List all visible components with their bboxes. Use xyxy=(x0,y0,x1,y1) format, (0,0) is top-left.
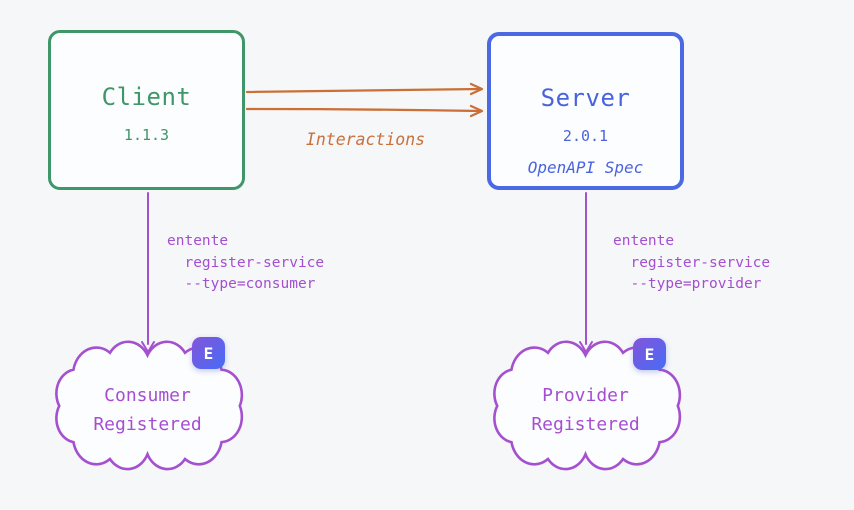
server-spec-label: OpenAPI Spec xyxy=(527,158,644,177)
consumer-cloud-label: Consumer Registered xyxy=(93,385,202,435)
cloud-outline xyxy=(56,342,241,469)
client-version: 1.1.3 xyxy=(123,126,170,144)
interaction-arrow-2-line xyxy=(245,107,482,113)
cloud-outline xyxy=(494,342,679,469)
entente-badge: E xyxy=(633,338,666,370)
entente-badge-letter: E xyxy=(203,343,214,363)
entente-badge-letter: E xyxy=(644,344,655,364)
entente-badge: E xyxy=(192,337,225,369)
client-node: Client 1.1.3 xyxy=(48,30,245,190)
interaction-arrows xyxy=(245,82,484,118)
provider-cloud-label: Provider Registered xyxy=(531,385,640,435)
cloud-shape xyxy=(41,319,254,488)
server-node: Server 2.0.1 OpenAPI Spec xyxy=(487,32,684,190)
interaction-arrow-2-head xyxy=(469,104,484,118)
provider-registered-cloud: Provider Registered E xyxy=(479,319,692,488)
consumer-registered-cloud: Consumer Registered E xyxy=(41,319,254,488)
server-title: Server xyxy=(540,84,631,112)
consumer-register-command: entente register-service --type=consumer xyxy=(167,233,325,292)
cloud-shape xyxy=(479,319,692,488)
client-title: Client xyxy=(101,83,192,111)
interaction-arrow-1-line xyxy=(245,87,482,94)
server-version: 2.0.1 xyxy=(562,127,609,145)
interactions-label: Interactions xyxy=(305,130,426,149)
interaction-arrow-1-head xyxy=(469,82,484,96)
provider-register-command: entente register-service --type=provider xyxy=(613,233,771,292)
